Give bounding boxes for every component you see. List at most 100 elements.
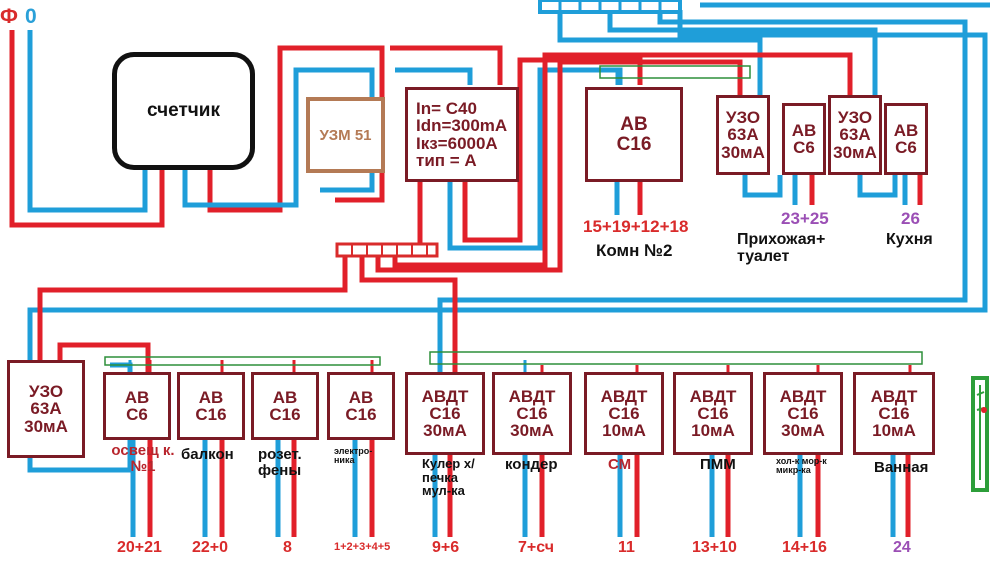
room-label-kitchen: Кухня [886,231,933,248]
breaker-kitchen: АВ С6 [884,103,928,175]
breaker-hallway: АВ С6 [782,103,826,175]
rcbo-dishwasher: АВДТ С16 10мА [673,372,753,455]
breaker-lighting: АВ С6 [103,372,171,440]
uzm-label: УЗМ 51 [319,126,372,144]
lower-bus-phase-4 [392,52,853,268]
value-lighting: 20+21 [117,539,162,556]
rcbo-bathroom: АВДТ С16 10мА [853,372,935,455]
main-breaker: In= C40 Idn=300mA Iкз=6000A тип = A [405,87,519,182]
circuit-value-komn2: 15+19+12+18 [583,217,689,236]
rcbo-fridge: АВДТ С16 30мА [763,372,843,455]
lower-bus-phase-1 [37,255,348,360]
breaker-type: АВ [198,387,224,407]
rcd-type: УЗО [837,108,873,127]
breaker-type: АВ [348,387,374,407]
rcd-rating: 63А [839,125,871,145]
room-label-komn2: Комн №2 [596,241,673,260]
breaker-rating: С6 [126,405,148,424]
room-label-hallway: Прихожая+ туалет [737,231,826,265]
rcbo-type: АВДТ [779,386,827,406]
value-bathroom: 24 [893,539,911,556]
rcbo-type: АВДТ [870,386,918,406]
meter-uzm-neutral [182,67,375,208]
rcbo-sensitivity: 10мА [691,421,735,441]
breaker-rating: С16 [269,405,301,424]
desc-lighting: освещ к. №1 [111,442,175,475]
rcbo-type: АВДТ [600,386,648,406]
top-bus-neutral-1 [557,10,763,95]
main-breaker-line1: In= C40 [416,98,477,118]
main-breaker-line4: тип = A [416,150,477,170]
rcbo-rating: С16 [608,403,640,423]
phase-label: Ф [0,5,18,28]
value-electronics: 1+2+3+4+5 [334,541,391,553]
breaker-rating: С16 [195,405,227,424]
uzm-main-neutral [395,67,473,85]
breaker-komn2: АВ С16 [585,87,683,182]
rcd-rating: 63А [727,125,759,145]
rcd-sensitivity: 30мА [833,142,877,162]
breaker-rating: С6 [793,138,815,157]
rcbo-sensitivity: 30мА [510,421,554,441]
lower-rcd-phase [57,342,151,375]
main-breaker-line2: Idn=300mA [416,116,508,136]
breaker-sockets: АВ С16 [251,372,319,440]
lower-busbar [335,242,439,258]
desc-cooler: Кулер х/печка мул-ка [422,456,475,499]
breaker-type: АВ [272,387,298,407]
electricity-meter: счетчик [112,52,255,170]
desc-electronics: электро- ника [334,446,373,466]
meter-label: счетчик [147,100,220,121]
neutral-input-wire [27,30,148,213]
rcd-rating: 63А [30,399,62,419]
desc-bathroom: Ванная [874,459,929,476]
lower-bus-phase-2 [359,255,458,375]
breaker-balcony: АВ С16 [177,372,245,440]
top-bus-neutral-4 [27,10,988,360]
main-out-neutral [447,67,623,251]
value-cooler: 9+6 [432,539,460,556]
value-balcony: 22+0 [192,539,229,556]
circuit-value-hallway: 23+25 [781,209,829,228]
value-sockets: 8 [283,539,292,556]
neutral-bus-upper [599,65,751,79]
uzo2-to-av [857,175,898,198]
main-breaker-line3: Iкз=6000A [416,133,498,153]
breaker-type: АВ [893,120,919,140]
rcbo-washer: АВДТ С16 10мА [584,372,664,455]
top-busbar [538,0,682,14]
breaker-rating: С16 [616,133,652,155]
breaker-type: АВ [620,114,648,136]
desc-aircon: кондер [505,456,558,473]
neutral-label: 0 [25,5,37,28]
meter-uzm-phase [207,45,385,213]
rcbo-rating: С16 [516,403,548,423]
neutral-bus-lower-right [429,351,923,365]
uzo1-to-av [742,175,783,198]
breaker-type: АВ [124,387,150,407]
lower-bus-phase-3 [375,59,743,273]
uzm-device: УЗМ 51 [306,97,385,173]
rcd-type: УЗО [28,382,64,401]
desc-balcony: балкон [181,446,234,463]
rcd-type: УЗО [725,108,761,127]
rcbo-type: АВДТ [689,386,737,406]
rcbo-sensitivity: 10мА [602,421,646,441]
value-fridge: 14+16 [782,539,827,556]
top-bus-neutral-2 [607,10,878,95]
rcbo-type: АВДТ [421,386,469,406]
rcbo-rating: С16 [787,403,819,423]
breaker-type: АВ [791,120,817,140]
rcbo-aircon: АВДТ С16 30мА [492,372,572,455]
breaker-electronics: АВ С16 [327,372,395,440]
uzm-main-phase [390,45,503,85]
neutral-bus-lower-left [104,356,381,366]
rcbo-sensitivity: 30мА [423,421,467,441]
rcd-sensitivity: 30мА [24,416,68,436]
rcbo-cooler: АВДТ С16 30мА [405,372,485,455]
circuit-value-kitchen: 26 [901,209,920,228]
desc-sockets: розет. фены [258,446,302,479]
value-aircon: 7+сч [518,539,555,556]
